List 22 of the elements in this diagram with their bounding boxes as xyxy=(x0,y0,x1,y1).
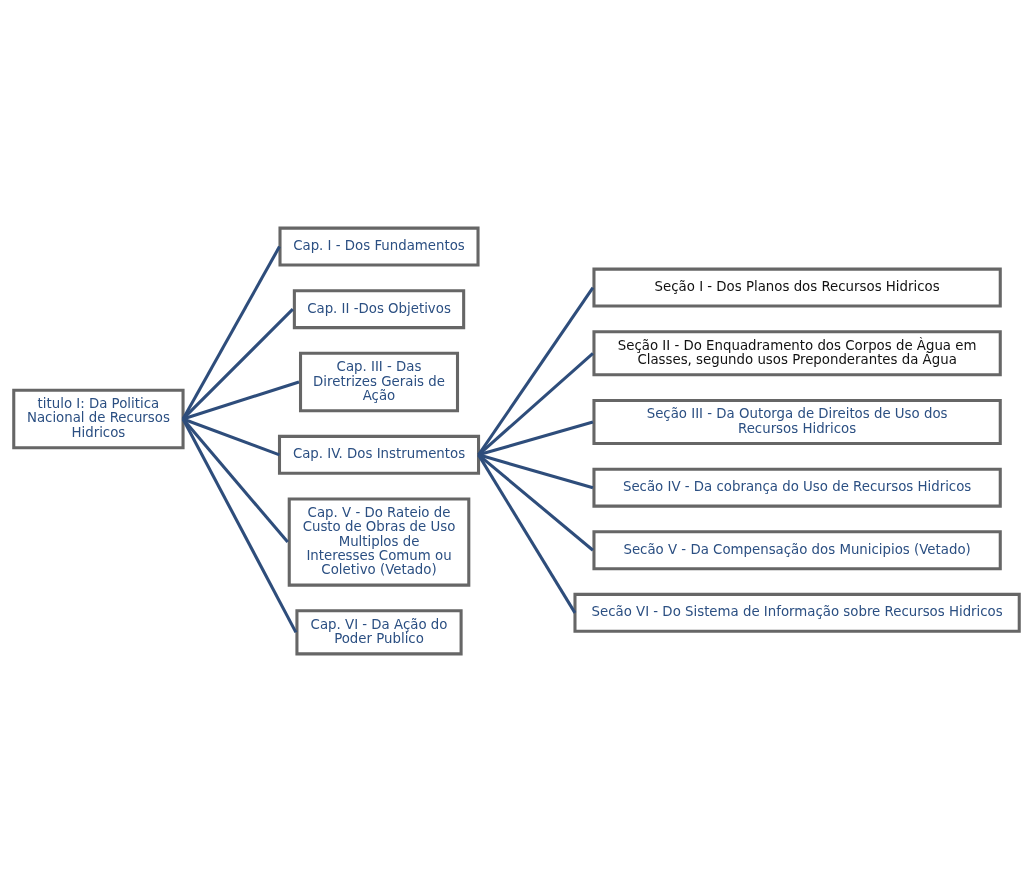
node-box: Cap. VI - Da Ação do Poder Publico xyxy=(294,608,463,655)
connector xyxy=(181,245,281,420)
connector xyxy=(477,351,594,456)
connector xyxy=(476,286,594,456)
node-box: Cap. V - Do Rateio de Custo de Obras de Uso Multiplos de Interesses Comum ou Coletivo (Vetado) xyxy=(287,496,470,587)
node-box: Secão IV - Da cobrança do Uso de Recursos Hidricos xyxy=(591,467,1002,508)
connector xyxy=(476,453,576,614)
node-box: Cap. III - Das Diretrizes Gerais de Ação xyxy=(298,351,459,412)
node-box: Seção III - Da Outorga de Direitos de Uso dos Recursos Hidricos xyxy=(591,398,1002,445)
node-box: Secão VI - Do Sistema de Informação sobre Recursos Hidricos xyxy=(572,592,1021,633)
node-box: Seção II - Do Enquadramento dos Corpos de Àgua em Classes, segundo usos Preponderantes da Água xyxy=(591,329,1002,376)
connector xyxy=(181,417,297,633)
node-box: Cap. II -Dos Objetivos xyxy=(292,288,465,329)
connector xyxy=(182,417,280,456)
node-box: Cap. IV. Dos Instrumentos xyxy=(277,434,480,475)
node-box: Secão V - Da Compensação dos Municipios (Vetado) xyxy=(591,529,1002,570)
node-box: Seção I - Dos Planos dos Recursos Hidricos xyxy=(591,267,1002,308)
node-box: titulo I: Da Politica Nacional de Recursos Hidricos xyxy=(11,388,185,449)
node-box: Cap. I - Dos Fundamentos xyxy=(277,226,480,267)
connector xyxy=(182,380,299,420)
connector xyxy=(181,307,294,420)
connector xyxy=(181,417,289,543)
